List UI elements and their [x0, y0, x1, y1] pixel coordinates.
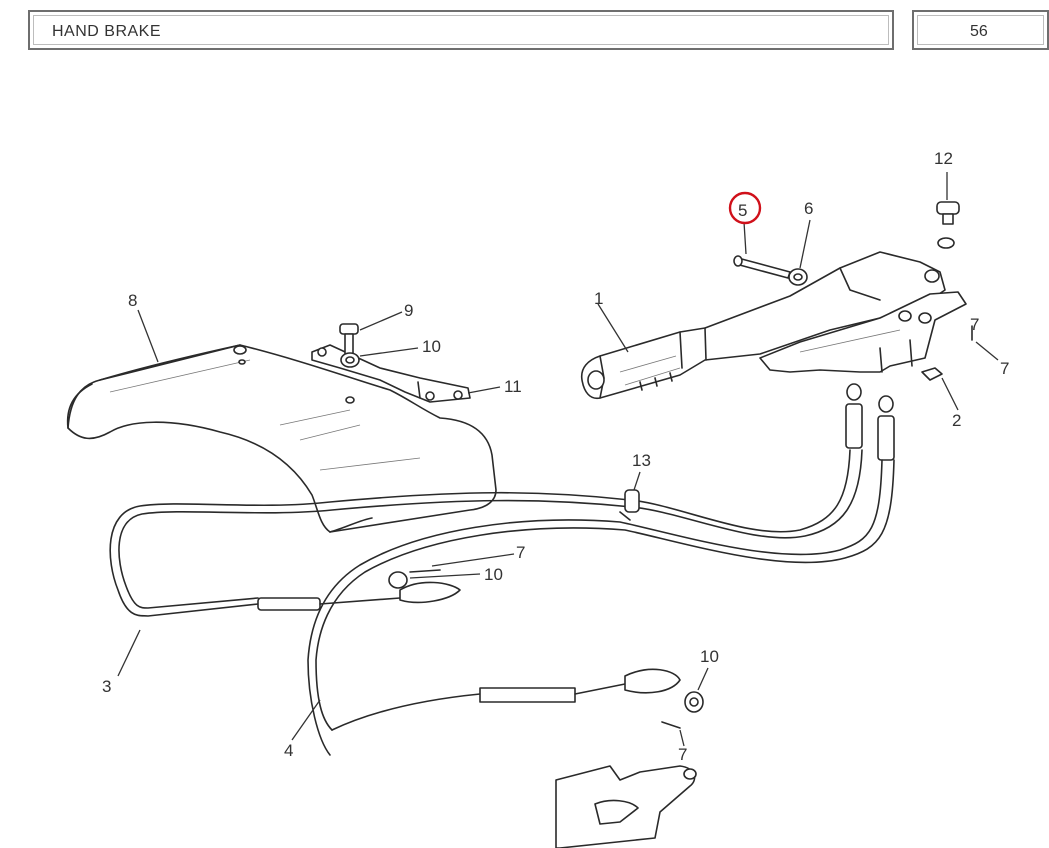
callout-12: 12	[934, 149, 953, 168]
callout-8: 8	[128, 291, 137, 310]
callout-4: 4	[284, 741, 293, 760]
leader-10	[359, 347, 419, 357]
washer-hole	[793, 273, 803, 281]
cable-ends[interactable]	[845, 383, 895, 461]
callout-10: 10	[422, 337, 441, 356]
part-9-bolt[interactable]	[339, 323, 359, 357]
leader-7-low	[679, 729, 685, 747]
callout-10-mid: 10	[484, 565, 503, 584]
callout-6: 6	[804, 199, 813, 218]
leader-8	[137, 309, 159, 363]
leader-6	[799, 219, 811, 269]
callout-7-mid: 7	[516, 543, 525, 562]
part-2-nut[interactable]	[921, 367, 943, 381]
callout-7-top: 7	[1000, 359, 1009, 378]
leader-11	[467, 386, 501, 394]
leader-2	[941, 377, 959, 411]
leader-10-mid	[409, 573, 481, 579]
callout-9: 9	[404, 301, 413, 320]
leader-3	[117, 629, 141, 677]
highlight-circle	[728, 191, 762, 225]
callout-5: 5	[738, 201, 747, 220]
part-10-washer-mid[interactable]	[388, 571, 408, 589]
part-lever-base-plate[interactable]	[759, 291, 967, 373]
page-number: 56	[970, 23, 988, 40]
part-5-pin[interactable]	[733, 255, 791, 279]
section-title: HAND BRAKE	[52, 23, 162, 40]
part-12-bolt[interactable]	[936, 201, 960, 249]
callout-1: 1	[594, 289, 603, 308]
part-13-clip[interactable]	[619, 489, 640, 521]
part-8-cover[interactable]	[66, 344, 497, 533]
lower-bracket[interactable]	[555, 765, 697, 848]
leader-9	[359, 311, 403, 331]
washer-hole	[689, 697, 699, 707]
washer-hole	[345, 356, 355, 364]
callout-7-pin: 7	[970, 315, 979, 334]
callout-7-low: 7	[678, 745, 687, 764]
part-3-cable[interactable]	[109, 449, 863, 617]
callout-11: 11	[504, 377, 522, 396]
callout-3: 3	[102, 677, 111, 696]
leader-1	[597, 303, 629, 353]
page-number-box: 56	[912, 10, 1049, 50]
leader-5	[743, 221, 747, 255]
callout-10-low: 10	[700, 647, 719, 666]
part-7-split-pin-lower[interactable]	[661, 721, 681, 729]
leader-13	[633, 471, 641, 491]
leader-7-top	[975, 341, 999, 361]
callout-13: 13	[632, 451, 651, 470]
callout-2: 2	[952, 411, 961, 430]
section-title-box: HAND BRAKE	[28, 10, 894, 50]
leader-7-mid	[431, 553, 515, 567]
part-1-lever[interactable]	[580, 251, 946, 400]
part-4-cable[interactable]	[307, 459, 895, 756]
leader-10-low	[697, 667, 709, 691]
part-7-split-pin-mid[interactable]	[409, 569, 441, 573]
leader-4	[291, 699, 321, 741]
